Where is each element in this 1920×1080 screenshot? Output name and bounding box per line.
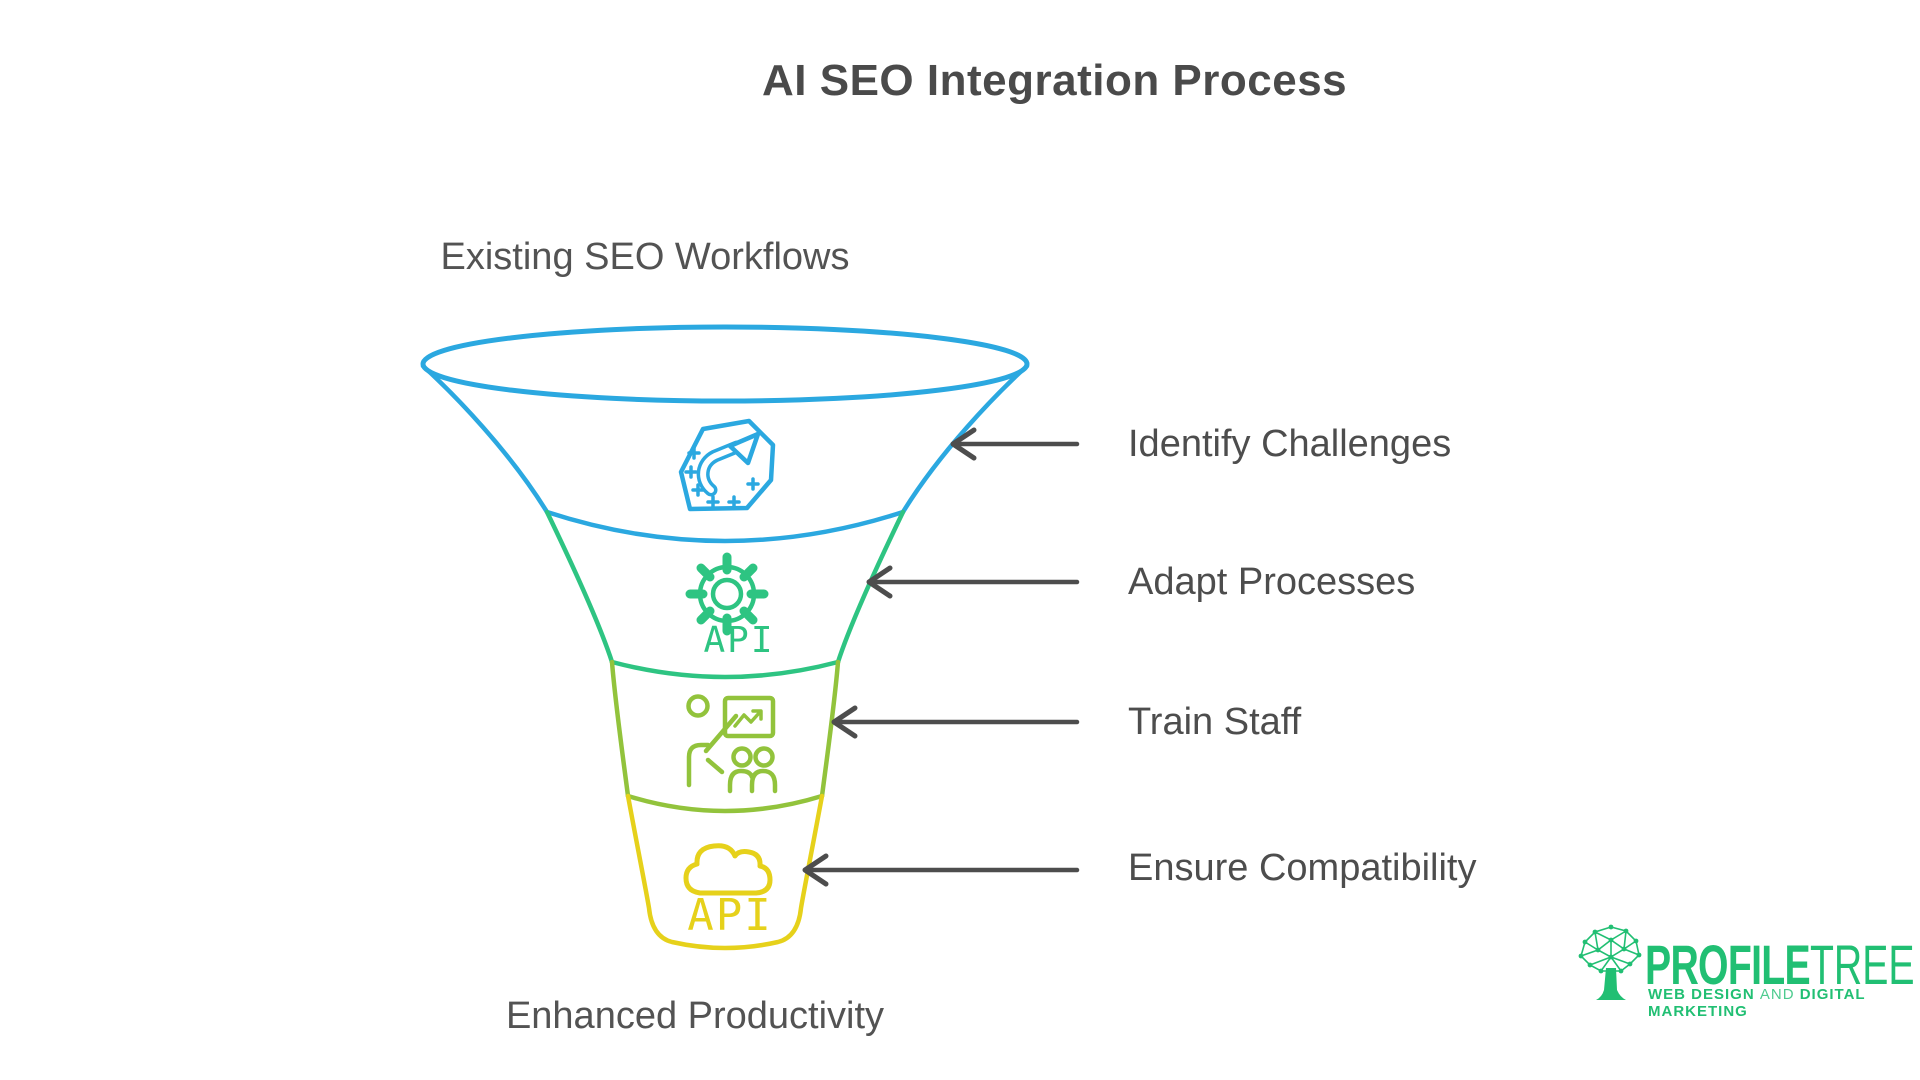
profiletree-wordmark: PROFILETREE	[1645, 937, 1915, 993]
logo-tree-trunk	[1596, 968, 1626, 1000]
tagline-bold-1: WEB DESIGN	[1648, 986, 1755, 1003]
funnel-bottom-label: Enhanced Productivity	[505, 995, 885, 1037]
tagline-bold-2: DIGITAL MARKETING	[1648, 986, 1866, 1020]
funnel-divider-1	[544, 509, 906, 544]
gear-api-label: API	[703, 620, 774, 661]
arrow-ensure-compatibility	[802, 853, 1080, 887]
cloud-api-label: API	[687, 890, 772, 941]
arrow-identify-challenges	[950, 427, 1080, 461]
sparkle-arrow-icon	[678, 418, 776, 512]
funnel-top-label: Existing SEO Workflows	[440, 236, 850, 278]
funnel-stage-2-outline	[544, 509, 906, 680]
stage-label-train-staff: Train Staff	[1128, 701, 1302, 743]
stage-label-identify-challenges: Identify Challenges	[1128, 423, 1452, 465]
training-icon	[686, 694, 778, 794]
funnel-divider-3	[625, 793, 825, 814]
funnel-stage-4-outline	[625, 793, 825, 951]
stage-label-ensure-compatibility: Ensure Compatibility	[1128, 847, 1477, 889]
cloud-api-icon	[683, 843, 773, 896]
stage-label-adapt-processes: Adapt Processes	[1128, 561, 1416, 603]
gear-api-icon	[685, 552, 769, 636]
funnel-stage-3-outline	[609, 659, 841, 814]
brand-secondary: TREE	[1809, 933, 1915, 996]
logo-tree-nodes	[1578, 924, 1642, 974]
arrow-train-staff	[831, 705, 1080, 739]
arrow-adapt-processes	[866, 565, 1080, 599]
profiletree-tagline: WEB DESIGN AND DIGITAL MARKETING	[1648, 986, 1920, 1020]
page-title: AI SEO Integration Process	[762, 56, 1348, 105]
stage-arrows	[802, 427, 1080, 887]
funnel-stage-1-outline	[420, 324, 1030, 544]
tagline-light: AND	[1759, 986, 1795, 1003]
profiletree-logo-icon	[1578, 924, 1642, 1000]
funnel-divider-2	[609, 659, 841, 680]
funnel-top-rim	[420, 324, 1030, 404]
brand-primary: PROFILE	[1645, 933, 1811, 996]
